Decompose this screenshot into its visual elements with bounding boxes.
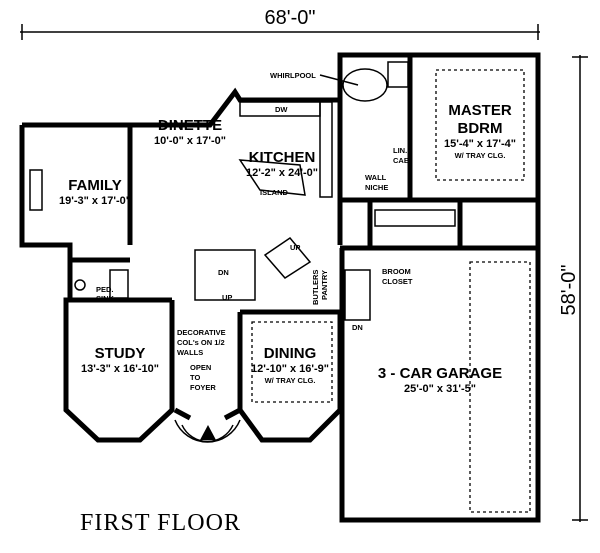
width-dimension-line [20,24,540,40]
depth-dimension: 58'-0" [558,265,580,316]
decorative-cols-note-2: COL's ON 1/2 [177,338,225,347]
lin-cab-note-2: CAB. [393,156,411,165]
fixtures [29,61,531,513]
study-size: 13'-3" x 16'-10" [81,363,159,375]
decorative-cols-note-1: DECORATIVE [177,328,226,337]
whirlpool-leader-line [319,74,359,86]
butlers-pantry-note-1: BUTLERS [311,270,320,305]
depth-dimension-line [572,55,588,522]
broom-closet-note-2: CLOSET [382,277,413,286]
dinette-size: 10'-0" x 17'-0" [154,135,226,147]
butlers-pantry-note-2: PANTRY [320,270,329,300]
stair-down-label: DN [218,268,229,277]
garage-label: 3 - CAR GARAGE [378,365,502,382]
open-to-foyer-note-2: TO [190,373,200,382]
dinette-label: DINETTE [158,117,222,134]
entry-arrow-icon [200,425,216,440]
stair-up-label: UP [290,243,300,252]
ped-sink-note-2: SINK [96,294,115,303]
whirlpool-note: WHIRLPOOL [270,71,316,80]
study-label: STUDY [95,345,146,362]
decorative-cols-note-3: WALLS [177,348,203,357]
master-label-1: MASTER [448,102,512,119]
kitchen-label: KITCHEN [249,149,316,166]
master-size: 15'-4" x 17'-4" [444,138,516,150]
dining-size: 12'-10" x 16'-9" [251,363,329,375]
dining-note: W/ TRAY CLG. [265,376,316,385]
dw-note: DW [275,105,288,114]
dining-label: DINING [264,345,317,362]
open-to-foyer-note-1: OPEN [190,363,211,372]
garage-size: 25'-0" x 31'-5" [404,383,476,395]
master-note: W/ TRAY CLG. [455,151,506,160]
stair-up-label-2: UP [222,293,232,302]
wall-niche-note-1: WALL [365,173,387,182]
family-label: FAMILY [68,177,122,194]
lin-cab-note-1: LIN. [393,146,407,155]
floor-title: FIRST FLOOR [80,510,240,536]
open-to-foyer-note-3: FOYER [190,383,216,392]
broom-closet-note-1: BROOM [382,267,411,276]
master-label-2: BDRM [458,120,503,137]
ped-sink-note-1: PED. [96,285,114,294]
width-dimension: 68'-0" [265,7,316,29]
family-size: 19'-3" x 17'-0" [59,195,131,207]
island-note: ISLAND [260,188,289,197]
kitchen-size: 12'-2" x 24'-0" [246,167,318,179]
garage-stair-down-label: DN [352,323,363,332]
interior-walls [70,55,538,410]
wall-niche-note-2: NICHE [365,183,388,192]
